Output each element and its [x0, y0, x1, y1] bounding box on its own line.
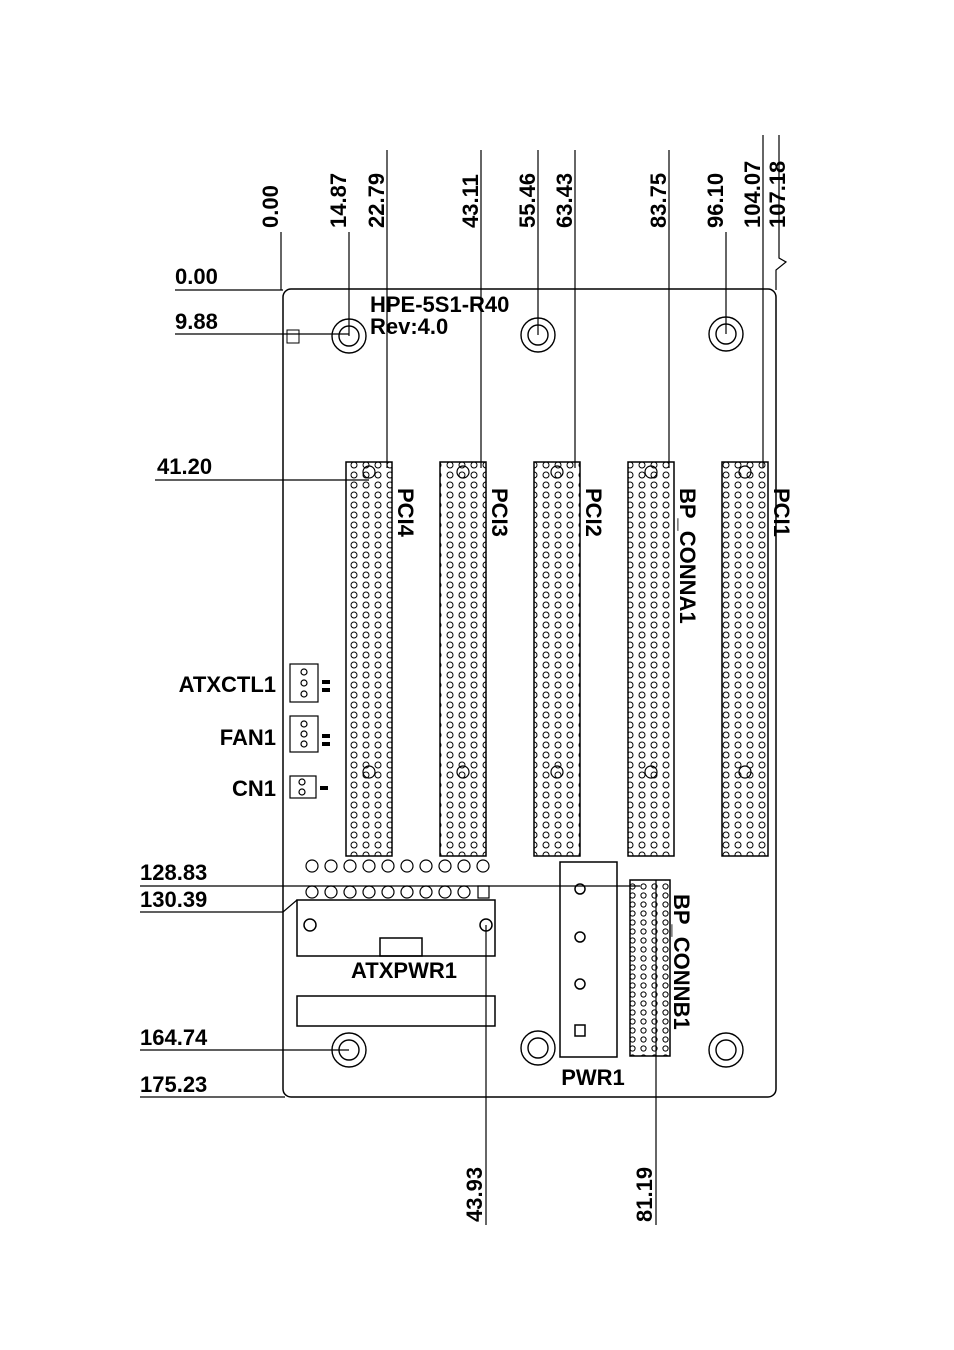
svg-text:22.79: 22.79: [364, 173, 389, 228]
svg-text:175.23: 175.23: [140, 1072, 207, 1097]
bp-connb-connector: [630, 880, 670, 1056]
svg-text:9.88: 9.88: [175, 309, 218, 334]
atxpwr-label: ATXPWR1: [351, 958, 457, 983]
svg-text:96.10: 96.10: [703, 173, 728, 228]
slot-label-pci1: PCI1: [769, 488, 794, 537]
pin-rows: [306, 860, 489, 898]
svg-text:43.93: 43.93: [462, 1167, 487, 1222]
slot-pci4: [346, 462, 392, 856]
svg-text:128.83: 128.83: [140, 860, 207, 885]
svg-text:164.74: 164.74: [140, 1025, 208, 1050]
slot-bp-conna1: [628, 462, 674, 856]
svg-text:14.87: 14.87: [326, 173, 351, 228]
cn-label: CN1: [232, 776, 276, 801]
top-dimension-labels: 0.00 14.87 22.79 43.11 55.46 63.43 83.75…: [258, 161, 790, 228]
bp-connb-label: BP_CONNB1: [669, 894, 694, 1030]
pwr-connector: [560, 862, 617, 1057]
svg-text:63.43: 63.43: [552, 173, 577, 228]
board-revision: Rev:4.0: [370, 314, 448, 339]
marker-square: [287, 330, 299, 343]
svg-text:81.19: 81.19: [632, 1167, 657, 1222]
slot-pci2: [534, 462, 580, 856]
svg-text:43.11: 43.11: [458, 174, 483, 228]
slot-label-pci2: PCI2: [581, 488, 606, 537]
svg-text:130.39: 130.39: [140, 887, 207, 912]
slot-pci3: [440, 462, 486, 856]
svg-text:0.00: 0.00: [175, 264, 218, 289]
slot-label-pci3: PCI3: [487, 488, 512, 537]
slot-pci1: [722, 462, 768, 856]
slot-label-pci4: PCI4: [393, 488, 418, 538]
bottom-dimension-labels: 43.93 81.19: [462, 1167, 657, 1222]
small-headers: [290, 664, 318, 798]
svg-text:107.18: 107.18: [765, 161, 790, 228]
svg-text:83.75: 83.75: [646, 173, 671, 228]
svg-text:0.00: 0.00: [258, 185, 283, 228]
atxctl-label: ATXCTL1: [179, 672, 276, 697]
svg-text:55.46: 55.46: [515, 173, 540, 228]
block-rect: [297, 996, 495, 1026]
fan-label: FAN1: [220, 725, 276, 750]
pwr-label: PWR1: [561, 1065, 625, 1090]
atxpwr-connector: [297, 900, 495, 956]
svg-text:41.20: 41.20: [157, 454, 212, 479]
svg-text:104.07: 104.07: [740, 161, 765, 228]
slot-label-bp-conna1: BP_CONNA1: [675, 488, 700, 624]
